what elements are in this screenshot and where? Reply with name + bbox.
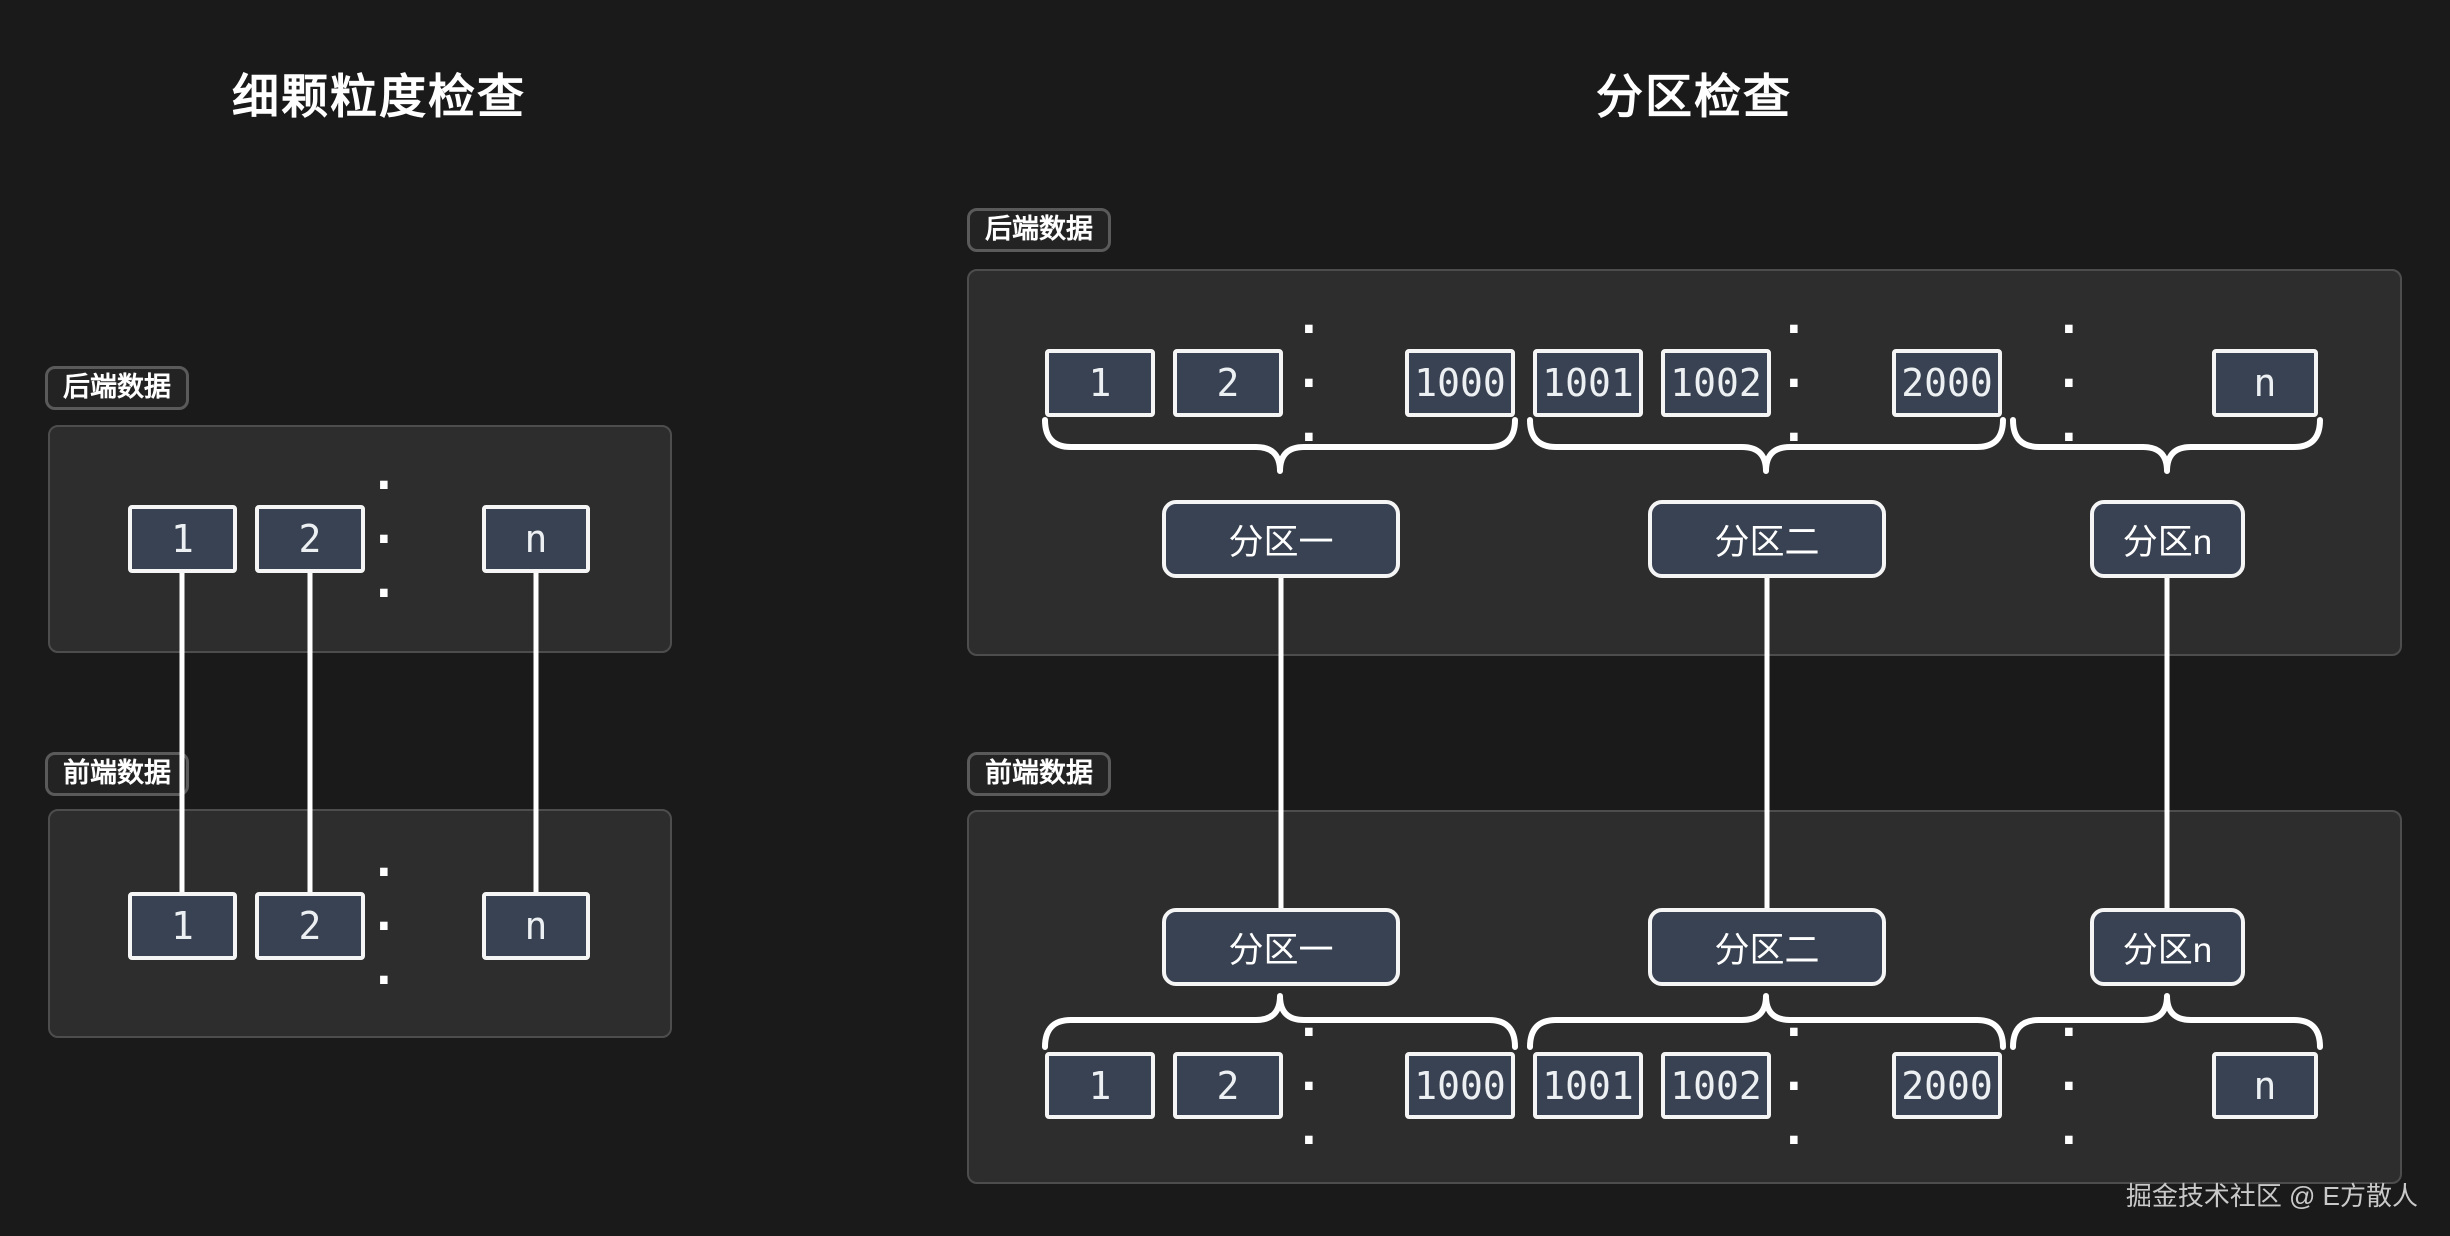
left-frontend-box-2: 2 xyxy=(255,892,365,960)
left-frontend-box-n: n xyxy=(482,892,590,960)
backend-partition-2-box: 分区二 xyxy=(1648,500,1886,578)
left-frontend-box-1: 1 xyxy=(128,892,237,960)
right-frontend-box-1000: 1000 xyxy=(1405,1052,1515,1119)
frontend-partition-1-box: 分区一 xyxy=(1162,908,1400,986)
backend-partition-1-box: 分区一 xyxy=(1162,500,1400,578)
left-backend-box-1: 1 xyxy=(128,505,237,573)
right-backend-box-1001: 1001 xyxy=(1533,349,1643,417)
right-backend-label: 后端数据 xyxy=(967,208,1111,252)
right-frontend-ellipsis-dots-2: · · · xyxy=(1780,1005,1818,1167)
right-backend-ellipsis-dots-1: · · · xyxy=(1295,302,1333,464)
right-frontend-box-1: 1 xyxy=(1045,1052,1155,1119)
right-frontend-box-2000: 2000 xyxy=(1892,1052,2002,1119)
right-backend-ellipsis-dots-3: · · · xyxy=(2055,302,2093,464)
right-frontend-ellipsis-dots-1: · · · xyxy=(1295,1005,1333,1167)
left-frontend-label: 前端数据 xyxy=(45,752,189,796)
frontend-partition-2-box: 分区二 xyxy=(1648,908,1886,986)
left-backend-label: 后端数据 xyxy=(45,366,189,410)
left-frontend-ellipsis-dots: · · · xyxy=(370,845,408,1007)
frontend-partition-n-box: 分区n xyxy=(2090,908,2245,986)
right-frontend-box-1001: 1001 xyxy=(1533,1052,1643,1119)
right-frontend-box-1002: 1002 xyxy=(1661,1052,1771,1119)
right-backend-box-n: n xyxy=(2212,349,2318,417)
left-backend-box-n: n xyxy=(482,505,590,573)
left-backend-ellipsis-dots: · · · xyxy=(370,458,408,620)
right-backend-box-1000: 1000 xyxy=(1405,349,1515,417)
frontend-brace-partition-1 xyxy=(1042,993,1518,1050)
right-backend-box-1002: 1002 xyxy=(1661,349,1771,417)
left-section-title: 细颗粒度检查 xyxy=(232,70,526,123)
backend-partition-n-box: 分区n xyxy=(2090,500,2245,578)
right-backend-box-2: 2 xyxy=(1173,349,1283,417)
frontend-brace-partition-n xyxy=(2010,993,2323,1050)
right-backend-ellipsis-dots-2: · · · xyxy=(1780,302,1818,464)
frontend-brace-partition-2 xyxy=(1527,993,2006,1050)
right-frontend-ellipsis-dots-3: · · · xyxy=(2055,1005,2093,1167)
right-backend-box-2000: 2000 xyxy=(1892,349,2002,417)
watermark-text: 掘金技术社区 @ E方散人 xyxy=(2125,1181,2418,1211)
backend-brace-partition-1 xyxy=(1042,417,1518,474)
backend-brace-partition-2 xyxy=(1527,417,2006,474)
right-frontend-box-n: n xyxy=(2212,1052,2318,1119)
right-backend-box-1: 1 xyxy=(1045,349,1155,417)
right-backend-panel xyxy=(967,269,2402,656)
right-frontend-panel xyxy=(967,810,2402,1184)
right-frontend-label: 前端数据 xyxy=(967,752,1111,796)
right-frontend-box-2: 2 xyxy=(1173,1052,1283,1119)
right-section-title: 分区检查 xyxy=(1596,70,1792,123)
backend-brace-partition-n xyxy=(2010,417,2323,474)
left-backend-box-2: 2 xyxy=(255,505,365,573)
